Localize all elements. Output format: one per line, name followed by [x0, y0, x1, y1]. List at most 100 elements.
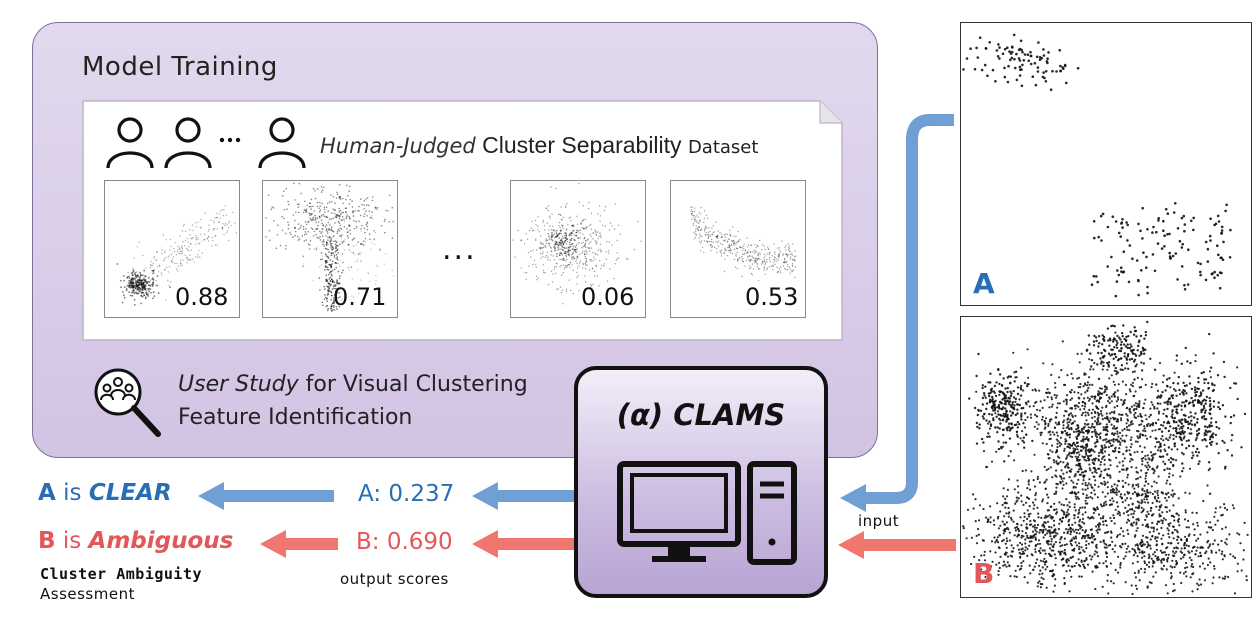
scatter-point [1090, 412, 1093, 415]
scatter-point [1060, 509, 1063, 512]
scatter-point [374, 243, 376, 246]
scatter-point [989, 381, 992, 384]
scatter-point [1180, 430, 1183, 434]
scatter-point [1188, 401, 1192, 404]
scatter-point [512, 239, 514, 241]
scatter-point [1073, 452, 1076, 455]
scatter-point [1001, 445, 1004, 448]
scatter-point [1120, 413, 1123, 416]
scatter-point [1201, 439, 1204, 442]
scatter-point [1167, 556, 1170, 560]
scatter-point [322, 239, 324, 241]
scatter-point [133, 298, 136, 301]
scatter-point [1165, 401, 1168, 404]
scatter-point [1182, 381, 1185, 384]
scatter-point [1032, 479, 1035, 482]
scatter-point [1024, 546, 1027, 549]
scatter-point [1106, 473, 1109, 476]
scatter-point [1009, 404, 1012, 407]
scatter-point [1214, 433, 1218, 437]
scatter-point [778, 256, 780, 258]
scatter-point [988, 412, 991, 416]
scatter-point [1121, 434, 1124, 437]
scatter-point [539, 235, 542, 237]
scatter-point [192, 236, 194, 239]
scatter-point [603, 209, 606, 212]
scatter-point [1143, 555, 1146, 558]
scatter-point [1070, 388, 1073, 392]
scatter-point [1144, 464, 1147, 467]
scatter-point [1128, 519, 1131, 522]
scatter-point [1211, 582, 1214, 585]
scatter-point [1113, 522, 1116, 525]
scatter-point [979, 409, 983, 412]
scatter-point [983, 412, 986, 416]
scatter-point [1185, 439, 1188, 443]
scatter-point [750, 272, 752, 275]
scatter-point [520, 267, 522, 269]
scatter-point [153, 257, 155, 259]
scatter-point [584, 250, 586, 253]
scatter-point [191, 238, 193, 240]
scatter-point [1178, 435, 1181, 439]
scatter-point [1140, 538, 1143, 542]
scatter-point [298, 228, 300, 230]
scatter-point [552, 234, 554, 237]
scatter-point [1043, 549, 1046, 552]
scatter-point [336, 288, 339, 290]
thumbnail-scatter [116, 205, 238, 306]
scatter-point [1094, 434, 1097, 437]
scatter-point [337, 297, 339, 299]
scatter-point [782, 261, 785, 264]
scatter-point [1004, 553, 1007, 556]
scatter-point [1136, 440, 1139, 443]
scatter-point [135, 284, 137, 286]
scatter-point [1034, 538, 1037, 541]
scatter-point [993, 391, 996, 394]
scatter-point [1118, 336, 1121, 339]
scatter-point [338, 222, 341, 224]
scatter-point [736, 241, 738, 244]
scatter-point [332, 196, 335, 198]
scatter-point [319, 289, 321, 291]
scatter-point [1151, 382, 1154, 385]
scatter-point [1093, 397, 1096, 400]
scatter-point [1018, 74, 1022, 77]
scatter-point [976, 56, 980, 59]
scatter-point [1109, 354, 1112, 357]
scatter-point [982, 507, 985, 511]
scatter-point [1112, 357, 1115, 360]
scatter-point [319, 258, 322, 261]
scatter-point [1143, 446, 1146, 449]
scatter-point [304, 200, 306, 203]
scatter-point [785, 253, 787, 255]
scatter-point [1193, 386, 1197, 389]
scatter-point [700, 229, 702, 231]
scatter-point [614, 263, 616, 265]
scatter-point [1119, 349, 1123, 353]
user-study-italic: User Study [178, 372, 299, 397]
scatter-point [1062, 400, 1065, 403]
scatter-point [182, 240, 184, 243]
scatter-point [546, 207, 548, 209]
scatter-point [782, 253, 785, 255]
scatter-point [590, 212, 593, 214]
scatter-point [1113, 392, 1116, 395]
scatter-point [555, 262, 557, 265]
scatter-point [1010, 414, 1013, 417]
scatter-point [1052, 549, 1055, 552]
scatter-point [1223, 375, 1226, 379]
scatter-point [548, 242, 550, 245]
scatter-point [333, 254, 336, 257]
scatter-point [1037, 41, 1040, 44]
scatter-point [197, 238, 199, 240]
scatter-point [1058, 501, 1061, 504]
scatter-point [1037, 516, 1040, 519]
scatter-point [578, 262, 581, 264]
scatter-point [172, 256, 175, 258]
scatter-point [354, 210, 356, 212]
scatter-point [1106, 361, 1109, 365]
scatter-point [1006, 555, 1010, 558]
scatter-point [1056, 402, 1060, 405]
scatter-point [341, 219, 344, 222]
